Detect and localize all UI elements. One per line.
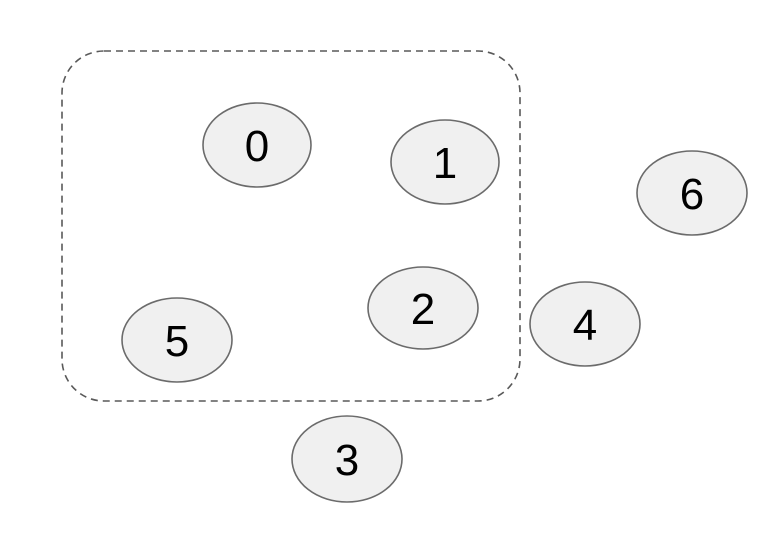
node-4-ellipse	[529, 281, 641, 367]
node-0: 0	[202, 102, 312, 188]
node-3-label: 3	[335, 436, 359, 485]
node-0-label: 0	[245, 122, 269, 171]
node-3: 3	[291, 415, 403, 503]
node-1-label: 1	[433, 139, 457, 188]
node-2: 2	[367, 266, 479, 350]
node-1: 1	[390, 119, 500, 205]
node-6-label: 6	[680, 170, 704, 219]
cluster-boundary	[61, 50, 521, 402]
node-1-ellipse	[390, 119, 500, 205]
node-6-ellipse	[636, 150, 748, 236]
node-4: 4	[529, 281, 641, 367]
node-6: 6	[636, 150, 748, 236]
node-5-ellipse	[121, 297, 233, 383]
node-5: 5	[121, 297, 233, 383]
node-2-label: 2	[411, 285, 435, 334]
node-4-label: 4	[573, 301, 597, 350]
node-0-ellipse	[202, 102, 312, 188]
node-3-ellipse	[291, 415, 403, 503]
node-5-label: 5	[165, 317, 189, 366]
node-2-ellipse	[367, 266, 479, 350]
